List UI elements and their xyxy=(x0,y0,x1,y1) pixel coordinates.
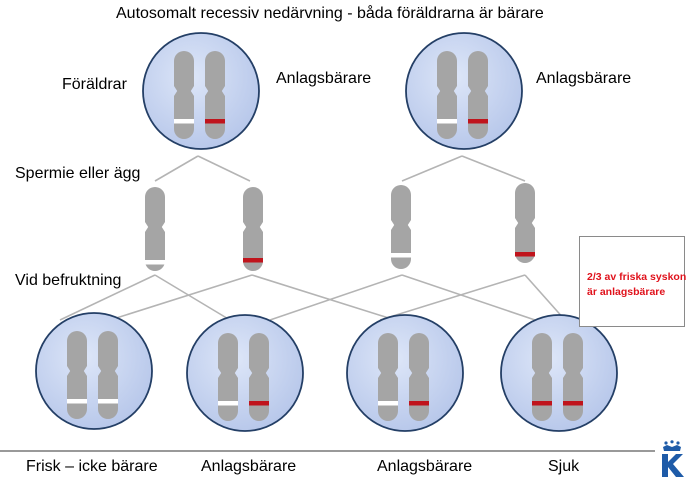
note-line-2: är anlagsbärare xyxy=(587,286,666,298)
diagram-title: Autosomalt recessiv nedärvning - båda fö… xyxy=(116,5,544,22)
chromosome-right xyxy=(563,333,583,421)
chromosome-body xyxy=(468,51,488,139)
chromosome-body xyxy=(145,187,165,271)
chromosome-right xyxy=(249,333,269,421)
normal-allele-band xyxy=(98,399,118,404)
cell-circle xyxy=(500,314,618,432)
inheritance-line xyxy=(401,274,536,321)
chromosome-body xyxy=(515,183,535,263)
child-cell-4 xyxy=(500,314,618,432)
chromosome-body xyxy=(98,331,118,419)
inheritance-line xyxy=(524,274,566,321)
affected-allele-band xyxy=(468,119,488,124)
inheritance-line xyxy=(154,155,199,182)
chromosome-left xyxy=(378,333,398,421)
cell-circle xyxy=(186,314,304,432)
chromosome-right xyxy=(98,331,118,419)
child-cell-1 xyxy=(35,312,153,430)
chromosome-body xyxy=(409,333,429,421)
gamete-chromosome-3 xyxy=(391,185,411,269)
chromosome-body xyxy=(174,51,194,139)
parent-1-label: Anlagsbärare xyxy=(276,70,372,87)
inheritance-lines xyxy=(59,155,566,321)
child-cell-3 xyxy=(346,314,464,432)
chromosome-left xyxy=(218,333,238,421)
parent-2-label: Anlagsbärare xyxy=(536,70,632,87)
chromosome-right xyxy=(205,51,225,139)
chromosome-left xyxy=(437,51,457,139)
child-4-label: Sjuk xyxy=(548,458,580,475)
crown-k-logo-icon xyxy=(662,440,684,477)
chromosome-body xyxy=(243,187,263,271)
inheritance-line xyxy=(59,274,156,321)
inheritance-line xyxy=(269,274,403,321)
note-line-1: 2/3 av friska syskon xyxy=(587,271,687,283)
normal-allele-band xyxy=(67,399,87,404)
chromosome-body xyxy=(218,333,238,421)
parents-label: Föräldrar xyxy=(62,76,127,93)
gametes-label: Spermie eller ägg xyxy=(15,165,141,182)
inheritance-line xyxy=(251,274,396,321)
gamete-chromosome-1 xyxy=(145,187,165,271)
chromosome-left xyxy=(532,333,552,421)
child-3-label: Anlagsbärare xyxy=(377,458,473,475)
normal-allele-band xyxy=(437,119,457,124)
inheritance-line xyxy=(379,274,526,321)
chromosome-right xyxy=(468,51,488,139)
parent-cell-2 xyxy=(405,32,523,150)
parent-cell-1 xyxy=(142,32,260,150)
chromosome-body xyxy=(249,333,269,421)
fertilization-label: Vid befruktning xyxy=(15,272,122,289)
affected-allele-band xyxy=(205,119,225,124)
cell-circle xyxy=(35,312,153,430)
child-2-label: Anlagsbärare xyxy=(201,458,297,475)
gametes-layer xyxy=(145,183,535,271)
chromosome-body xyxy=(532,333,552,421)
chromosome-body xyxy=(205,51,225,139)
note-text: 2/3 av friska syskon är anlagsbärare xyxy=(587,270,686,300)
normal-allele-band xyxy=(218,401,238,406)
note-box: 2/3 av friska syskon är anlagsbärare xyxy=(579,236,686,327)
chromosome-left xyxy=(67,331,87,419)
normal-allele-band xyxy=(391,253,411,258)
chromosome-left xyxy=(174,51,194,139)
chromosome-body xyxy=(563,333,583,421)
inheritance-line xyxy=(197,155,251,182)
affected-allele-band xyxy=(243,258,263,263)
normal-allele-band xyxy=(378,401,398,406)
cell-circle xyxy=(346,314,464,432)
affected-allele-band xyxy=(515,252,535,257)
affected-allele-band xyxy=(249,401,269,406)
inheritance-line xyxy=(401,155,463,182)
affected-allele-band xyxy=(409,401,429,406)
gamete-chromosome-2 xyxy=(243,187,263,271)
chromosome-body xyxy=(391,185,411,269)
cell-circle xyxy=(142,32,260,150)
cells-layer xyxy=(35,32,618,432)
chromosome-body xyxy=(378,333,398,421)
chromosome-body xyxy=(67,331,87,419)
cell-circle xyxy=(405,32,523,150)
chromosome-body xyxy=(437,51,457,139)
inheritance-line xyxy=(154,274,231,321)
gamete-chromosome-4 xyxy=(515,183,535,263)
child-1-label: Frisk – icke bärare xyxy=(26,458,158,475)
child-cell-2 xyxy=(186,314,304,432)
normal-allele-band xyxy=(145,260,165,265)
inheritance-line xyxy=(461,155,526,182)
chromosome-right xyxy=(409,333,429,421)
normal-allele-band xyxy=(174,119,194,124)
affected-allele-band xyxy=(563,401,583,406)
affected-allele-band xyxy=(532,401,552,406)
inheritance-line xyxy=(109,274,253,321)
